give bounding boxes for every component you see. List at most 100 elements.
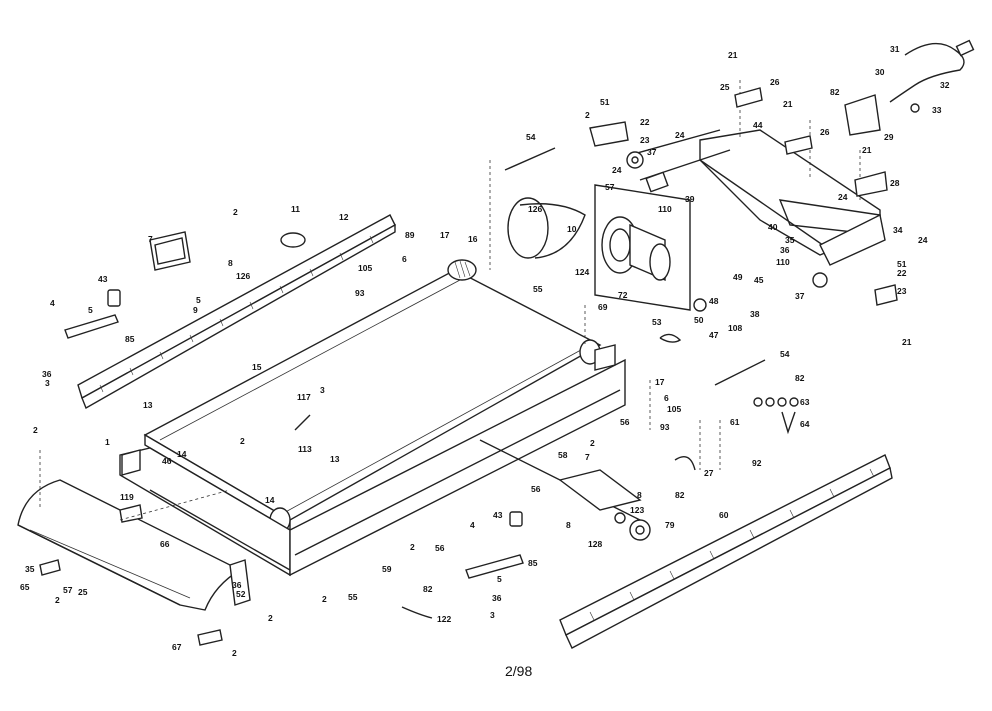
- part-label: 85: [528, 558, 538, 568]
- part-label: 110: [658, 204, 672, 214]
- part-label: 82: [795, 373, 805, 383]
- part-label: 122: [437, 614, 451, 624]
- part-label: 72: [618, 290, 628, 300]
- part-label: 17: [655, 377, 665, 387]
- part-label: 82: [423, 584, 433, 594]
- part-label: 79: [665, 520, 675, 530]
- part-label: 60: [719, 510, 729, 520]
- part-label: 21: [862, 145, 872, 155]
- right-side-rail: [559, 454, 893, 649]
- part-label: 31: [890, 44, 900, 54]
- part-label: 36: [232, 580, 242, 590]
- part-label: 57: [605, 182, 615, 192]
- small-parts: [39, 147, 799, 646]
- part-label: 2: [268, 613, 273, 623]
- part-label: 67: [172, 642, 182, 652]
- part-label: 24: [675, 130, 685, 140]
- part-label: 54: [526, 132, 536, 142]
- part-label: 6: [402, 254, 407, 264]
- part-label: 54: [780, 349, 790, 359]
- part-label: 30: [875, 67, 885, 77]
- part-label: 2: [55, 595, 60, 605]
- part-label: 82: [830, 87, 840, 97]
- part-label: 33: [932, 105, 942, 115]
- part-label: 64: [800, 419, 810, 429]
- part-label: 66: [160, 539, 170, 549]
- part-label: 4: [470, 520, 475, 530]
- part-label: 45: [754, 275, 764, 285]
- part-label: 8: [637, 490, 642, 500]
- part-label: 119: [120, 492, 134, 502]
- part-label: 3: [45, 378, 50, 388]
- part-label: 117: [297, 392, 311, 402]
- part-label: 2: [322, 594, 327, 604]
- part-label: 2: [410, 542, 415, 552]
- part-label: 26: [770, 77, 780, 87]
- part-label: 39: [685, 194, 695, 204]
- part-label: 38: [750, 309, 760, 319]
- part-label: 2: [585, 110, 590, 120]
- part-labels: 21 25 26 51 22 2 23 24 44 21 26 82 30 31…: [20, 44, 950, 658]
- part-label: 22: [897, 268, 907, 278]
- part-label: 7: [585, 452, 590, 462]
- motor-frame: [699, 80, 886, 266]
- part-label: 35: [25, 564, 35, 574]
- part-label: 4: [50, 298, 55, 308]
- part-label: 110: [776, 257, 790, 267]
- part-label: 9: [193, 305, 198, 315]
- part-label: 25: [78, 587, 88, 597]
- part-label: 55: [348, 592, 358, 602]
- part-label: 43: [98, 274, 108, 284]
- part-label: 26: [820, 127, 830, 137]
- part-label: 12: [339, 212, 349, 222]
- part-label: 5: [196, 295, 201, 305]
- part-label: 3: [490, 610, 495, 620]
- part-label: 126: [528, 204, 542, 214]
- part-label: 85: [125, 334, 135, 344]
- part-label: 14: [177, 449, 187, 459]
- part-label: 123: [630, 505, 644, 515]
- part-label: 24: [918, 235, 928, 245]
- part-label: 10: [567, 224, 577, 234]
- main-frame: [119, 344, 642, 577]
- part-label: 63: [800, 397, 810, 407]
- part-label: 2: [33, 425, 38, 435]
- part-label: 13: [330, 454, 340, 464]
- part-label: 58: [558, 450, 568, 460]
- part-label: 13: [143, 400, 153, 410]
- part-label: 16: [468, 234, 478, 244]
- part-label: 2: [240, 436, 245, 446]
- treadmill-deck: [143, 259, 602, 533]
- part-label: 6: [664, 393, 669, 403]
- part-label: 5: [88, 305, 93, 315]
- part-label: 69: [598, 302, 608, 312]
- part-label: 43: [493, 510, 503, 520]
- part-label: 89: [405, 230, 415, 240]
- part-label: 32: [940, 80, 950, 90]
- part-label: 40: [768, 222, 778, 232]
- power-cord: [889, 39, 975, 113]
- part-label: 52: [236, 589, 246, 599]
- part-label: 56: [435, 543, 445, 553]
- part-label: 34: [893, 225, 903, 235]
- part-label: 61: [730, 417, 740, 427]
- part-label: 55: [533, 284, 543, 294]
- part-label: 37: [647, 147, 657, 157]
- part-label: 37: [795, 291, 805, 301]
- part-label: 21: [902, 337, 912, 347]
- part-label: 7: [148, 234, 153, 244]
- part-label: 57: [63, 585, 73, 595]
- part-label: 28: [890, 178, 900, 188]
- part-label: 17: [440, 230, 450, 240]
- guide-lines: [39, 160, 721, 521]
- motor-hood: [17, 479, 251, 611]
- part-label: 108: [728, 323, 742, 333]
- part-label: 50: [694, 315, 704, 325]
- part-label: 2: [590, 438, 595, 448]
- part-label: 105: [667, 404, 681, 414]
- part-label: 25: [720, 82, 730, 92]
- part-label: 1: [105, 437, 110, 447]
- part-label: 59: [382, 564, 392, 574]
- part-label: 44: [753, 120, 763, 130]
- part-label: 8: [566, 520, 571, 530]
